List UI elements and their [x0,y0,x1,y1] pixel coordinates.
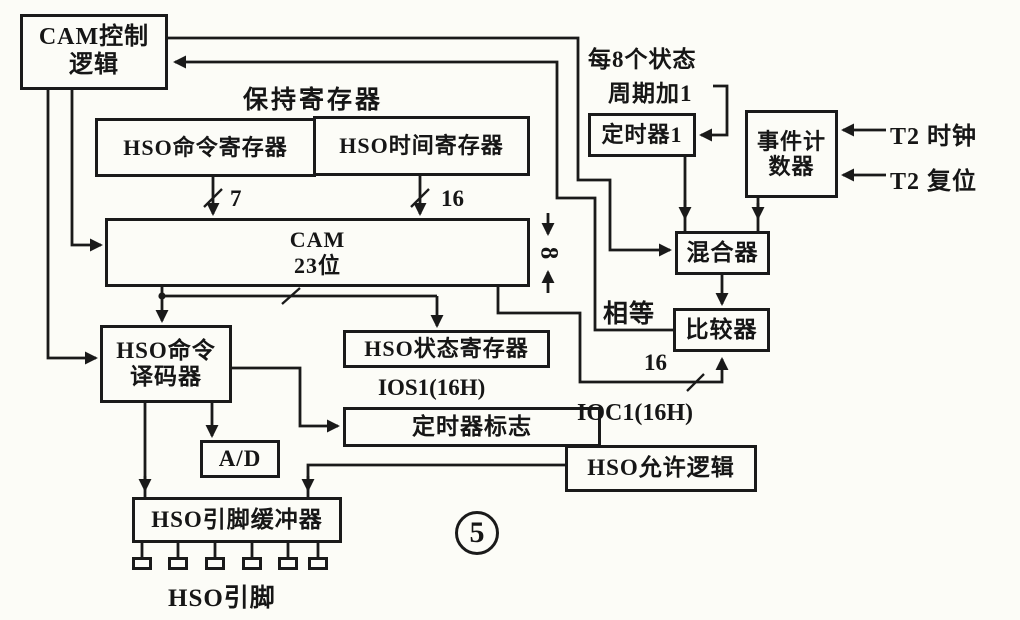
hso-time-register-box: HSO时间寄存器 [313,116,530,176]
wire-cam-to-comparator-16 [496,287,729,384]
hso-status-register-label: HSO状态寄存器 [364,336,529,362]
mixer-box: 混合器 [675,231,770,275]
t2-reset-label: T2 复位 [890,169,978,195]
hso-pin [308,557,328,570]
wire-decoder-to-timer-flags [232,366,340,433]
ios1-register-label: IOS1(16H) [378,375,486,400]
event-counter-label-1: 事件计 [756,128,826,154]
cam-control-logic-box: CAM控制 逻辑 [20,14,168,90]
junction-dot [158,292,166,300]
wire-equal-comparator-to-cam-control [173,55,673,332]
hso-pin [168,557,188,570]
wire-cam-control-to-decoder [46,90,98,365]
hso-enable-logic-box: HSO允许逻辑 [565,445,757,492]
hso-pin-buffer-label: HSO引脚缓冲器 [151,506,323,532]
bus-width-7-label: 7 [230,186,242,211]
timer-flags-label: 定时器标志 [412,413,532,439]
wire-cam-control-to-mixer [168,36,672,257]
timer1-label: 定时器1 [601,122,683,148]
hso-enable-logic-label: HSO允许逻辑 [587,455,735,481]
event-counter-box: 事件计 数器 [745,110,838,198]
wire-enable-logic-to-pin-buffer [306,463,565,497]
increment-note-line1: 每8个状态 [588,47,697,72]
equal-signal-label: 相等 [603,301,656,328]
hso-pin [132,557,152,570]
hso-command-register-label: HSO命令寄存器 [123,134,288,160]
ad-converter-box: A/D [200,440,280,478]
bus-slash-16-compare [686,373,705,392]
holding-register-label: 保持寄存器 [243,87,384,114]
cam-control-logic-label-1: CAM控制 [38,24,150,51]
comparator-label: 比较器 [685,316,758,342]
mixer-label: 混合器 [686,239,759,265]
timer1-box: 定时器1 [588,113,696,157]
hso-command-register-box: HSO命令寄存器 [95,118,316,177]
cam-label-1: CAM [289,227,346,253]
bus-width-16-compare-label: 16 [644,350,667,375]
cam-box: CAM 23位 [105,218,530,287]
hso-command-decoder-label-2: 译码器 [130,364,202,389]
hso-command-decoder-box: HSO命令 译码器 [100,325,232,403]
hso-pin [242,557,262,570]
timer-flags-box: 定时器标志 [343,407,601,447]
cam-label-2: 23位 [293,252,341,278]
hso-pin [278,557,298,570]
bus-slash-cam-out [281,287,301,305]
hso-pin-buffer-box: HSO引脚缓冲器 [132,497,342,543]
cam-depth-8-label: 8 [535,246,562,260]
wire-cam-control-to-cam [70,90,103,252]
cam-control-logic-label-2: 逻辑 [69,52,119,78]
bus-slash-16-time [410,188,430,208]
bus-slash-7 [203,188,223,208]
hso-pin [205,557,225,570]
hso-pins-label: HSO引脚 [168,585,276,612]
comparator-box: 比较器 [673,308,770,352]
figure-5-badge: 5 [455,511,499,555]
wire-increment-note-to-timer1 [699,84,729,142]
t2-clock-label: T2 时钟 [890,124,978,150]
hso-command-decoder-label-1: HSO命令 [116,337,216,363]
increment-note-line2: 周期加1 [608,81,693,106]
ioc1-register-label: IOC1(16H) [577,400,693,426]
hso-status-register-box: HSO状态寄存器 [343,330,550,368]
ad-converter-label: A/D [218,445,262,471]
event-counter-label-2: 数器 [768,154,815,179]
hso-time-register-label: HSO时间寄存器 [339,133,504,159]
bus-width-16-time-label: 16 [441,186,464,211]
